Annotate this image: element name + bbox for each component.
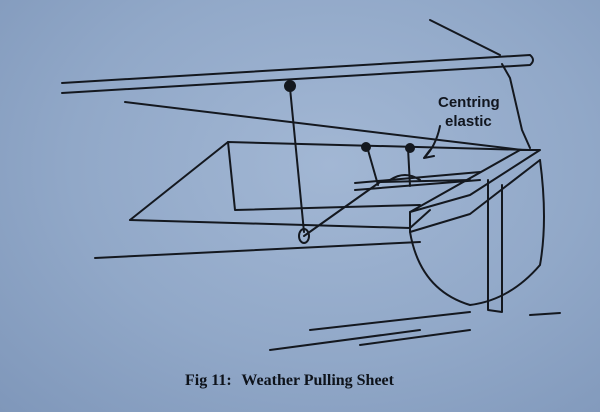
figure-title: Weather Pulling Sheet [241, 372, 394, 389]
cockpit-floor [130, 210, 430, 228]
annotation-label-line2: elastic [445, 113, 492, 130]
annotation-arrow [424, 126, 440, 158]
figure-number: Fig 11: [185, 372, 232, 389]
sheet-vertical [290, 88, 304, 232]
ground-line-1 [310, 312, 470, 330]
aft-deck-edge [410, 160, 540, 232]
mast-line [430, 20, 500, 55]
figure-caption: Fig 11: Weather Pulling Sheet [185, 372, 394, 390]
boom [62, 55, 533, 93]
elastic-fitting-left [362, 143, 370, 151]
ground-line-4 [530, 313, 560, 315]
elastic-fitting-right [406, 144, 414, 152]
waterline [95, 242, 420, 258]
annotation-label-line1: Centring [438, 94, 500, 111]
boom-block [285, 81, 295, 91]
boom-end-fitting [502, 64, 530, 148]
cockpit-inner [228, 142, 420, 210]
ground-line-3 [360, 330, 470, 345]
rudder [488, 180, 502, 312]
